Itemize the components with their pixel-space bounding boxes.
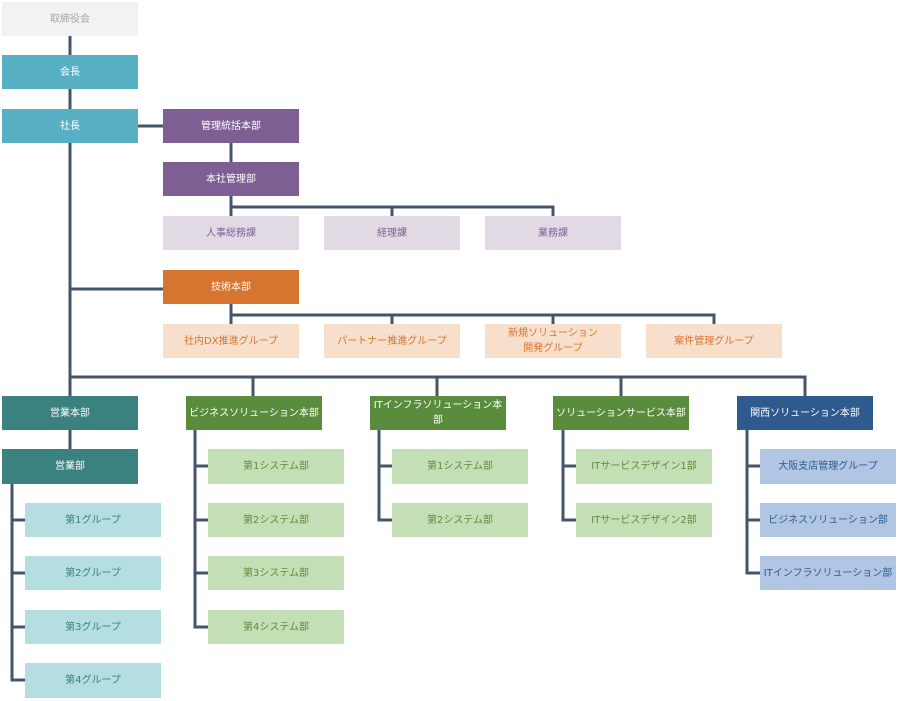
sales-sub-box: 営業部 bbox=[2, 449, 138, 484]
business-dept-box: 第1システム部 bbox=[208, 449, 344, 484]
service-dept-box: ITサービスデザイン2部 bbox=[576, 503, 712, 537]
business-dept-box: 第4システム部 bbox=[208, 610, 344, 644]
admin-head-box: 管理統括本部 bbox=[163, 109, 299, 143]
tech-head-box: 技術本部 bbox=[163, 270, 299, 304]
service-head-box: ソリューションサービス本部 bbox=[553, 396, 689, 430]
sales-group-box: 第2グループ bbox=[25, 556, 161, 590]
sales-group-box: 第4グループ bbox=[25, 663, 161, 698]
sales-group-box: 第1グループ bbox=[25, 503, 161, 537]
business-head-box: ビジネスソリューション本部 bbox=[186, 396, 322, 430]
admin-section-box: 経理課 bbox=[324, 216, 460, 250]
president-box: 社長 bbox=[2, 109, 138, 143]
tech-group-box: 案件管理グループ bbox=[646, 324, 782, 358]
sales-head-box: 営業本部 bbox=[2, 396, 138, 430]
chairman-box: 会長 bbox=[2, 55, 138, 89]
board-box: 取締役会 bbox=[2, 2, 138, 36]
business-dept-box: 第3システム部 bbox=[208, 556, 344, 590]
admin-section-box: 人事総務課 bbox=[163, 216, 299, 250]
business-dept-box: 第2システム部 bbox=[208, 503, 344, 537]
admin-sub-box: 本社管理部 bbox=[163, 162, 299, 196]
kansai-dept-box: ITインフラソリューション部 bbox=[760, 556, 896, 590]
itinfra-dept-box: 第2システム部 bbox=[392, 503, 528, 537]
sales-group-box: 第3グループ bbox=[25, 610, 161, 644]
kansai-head-box: 関西ソリューション本部 bbox=[737, 396, 873, 430]
admin-section-box: 業務課 bbox=[485, 216, 621, 250]
itinfra-head-box: ITインフラソリューション本部 bbox=[370, 396, 506, 430]
itinfra-dept-box: 第1システム部 bbox=[392, 449, 528, 484]
tech-group-box: 新規ソリューション 開発グループ bbox=[485, 324, 621, 358]
tech-group-box: 社内DX推進グループ bbox=[163, 324, 299, 358]
kansai-dept-box: ビジネスソリューション部 bbox=[760, 503, 896, 537]
tech-group-box: パートナー推進グループ bbox=[324, 324, 460, 358]
service-dept-box: ITサービスデザイン1部 bbox=[576, 449, 712, 484]
kansai-dept-box: 大阪支店管理グループ bbox=[760, 449, 896, 484]
